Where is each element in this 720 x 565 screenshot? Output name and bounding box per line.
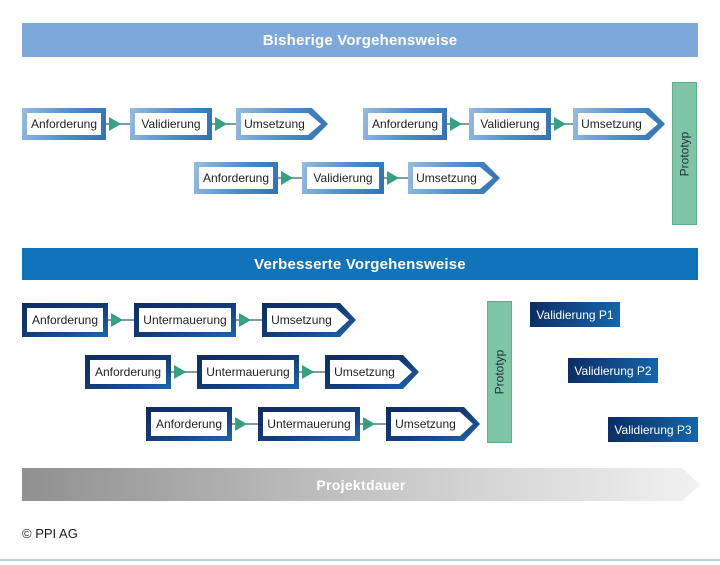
flow-arrow-icon bbox=[384, 162, 408, 194]
process-step-label: Anforderung bbox=[199, 167, 273, 189]
process-step-label: Umsetzung bbox=[241, 113, 321, 135]
copyright-text: © PPI AG bbox=[22, 526, 78, 541]
process-step-chevron: Umsetzung bbox=[573, 108, 665, 140]
process-step-box: Anforderung bbox=[85, 355, 171, 389]
flow-arrow-icon bbox=[299, 355, 325, 389]
process-step-chevron: Umsetzung bbox=[325, 355, 419, 389]
process-step-label: Anforderung bbox=[27, 308, 103, 332]
process-step-box: Anforderung bbox=[363, 108, 447, 140]
prototype-bar-old: Prototyp bbox=[672, 82, 697, 225]
flow-arrow-icon bbox=[232, 407, 258, 441]
process-step-box: Anforderung bbox=[146, 407, 232, 441]
process-step-chevron: Umsetzung bbox=[262, 303, 356, 337]
process-step-label: Untermauerung bbox=[139, 308, 231, 332]
process-row-old-1: Anforderung Validierung Umsetzung bbox=[22, 108, 328, 140]
flow-arrow-icon bbox=[108, 303, 134, 337]
process-step-label: Anforderung bbox=[90, 360, 166, 384]
flow-arrow-icon bbox=[551, 108, 573, 140]
flow-arrow-icon bbox=[212, 108, 236, 140]
section-title-old: Bisherige Vorgehensweise bbox=[262, 31, 458, 49]
process-step-box: Validierung bbox=[469, 108, 551, 140]
timeline-label: Projektdauer bbox=[316, 476, 406, 493]
process-row-old-3: Anforderung Validierung Umsetzung bbox=[194, 162, 500, 194]
process-row-new-1: Anforderung Untermauerung Umsetzung bbox=[22, 303, 356, 337]
section-title-new: Verbesserte Vorgehensweise bbox=[254, 255, 466, 273]
process-step-chevron: Umsetzung bbox=[408, 162, 500, 194]
section-header-new: Verbesserte Vorgehensweise bbox=[22, 248, 698, 280]
process-step-label: Umsetzung bbox=[391, 412, 473, 436]
flow-arrow-icon bbox=[278, 162, 302, 194]
process-step-chevron: Umsetzung bbox=[386, 407, 480, 441]
validation-box-p1: Validierung P1 bbox=[530, 302, 620, 327]
flow-arrow-icon bbox=[447, 108, 469, 140]
flow-arrow-icon bbox=[360, 407, 386, 441]
validation-box-p3: Validierung P3 bbox=[608, 417, 698, 442]
process-row-old-2: Anforderung Validierung Umsetzung bbox=[363, 108, 665, 140]
process-step-box: Untermauerung bbox=[134, 303, 236, 337]
prototype-label: Prototyp bbox=[492, 349, 507, 395]
flow-arrow-icon bbox=[106, 108, 130, 140]
process-step-label: Validierung bbox=[135, 113, 207, 135]
flow-arrow-icon bbox=[171, 355, 197, 389]
process-step-label: Umsetzung bbox=[578, 113, 658, 135]
process-step-label: Umsetzung bbox=[267, 308, 349, 332]
process-step-label: Anforderung bbox=[27, 113, 101, 135]
process-step-label: Untermauerung bbox=[263, 412, 355, 436]
bottom-border-line bbox=[0, 559, 720, 561]
process-step-box: Anforderung bbox=[22, 108, 106, 140]
process-step-box: Validierung bbox=[302, 162, 384, 194]
prototype-label: Prototyp bbox=[677, 131, 692, 176]
process-step-label: Umsetzung bbox=[413, 167, 493, 189]
process-step-chevron: Umsetzung bbox=[236, 108, 328, 140]
process-step-box: Untermauerung bbox=[258, 407, 360, 441]
process-step-box: Untermauerung bbox=[197, 355, 299, 389]
process-step-label: Umsetzung bbox=[330, 360, 412, 384]
validation-box-p2: Validierung P2 bbox=[568, 358, 658, 383]
prototype-bar-new: Prototyp bbox=[487, 301, 512, 443]
process-step-label: Anforderung bbox=[368, 113, 442, 135]
process-step-label: Validierung bbox=[474, 113, 546, 135]
process-step-box: Validierung bbox=[130, 108, 212, 140]
process-step-label: Validierung bbox=[307, 167, 379, 189]
process-step-label: Untermauerung bbox=[202, 360, 294, 384]
section-header-old: Bisherige Vorgehensweise bbox=[22, 23, 698, 57]
process-row-new-3: Anforderung Untermauerung Umsetzung bbox=[146, 407, 480, 441]
process-row-new-2: Anforderung Untermauerung Umsetzung bbox=[85, 355, 419, 389]
process-step-label: Anforderung bbox=[151, 412, 227, 436]
timeline-arrow: Projektdauer bbox=[22, 468, 700, 501]
process-step-box: Anforderung bbox=[22, 303, 108, 337]
flow-arrow-icon bbox=[236, 303, 262, 337]
process-step-box: Anforderung bbox=[194, 162, 278, 194]
